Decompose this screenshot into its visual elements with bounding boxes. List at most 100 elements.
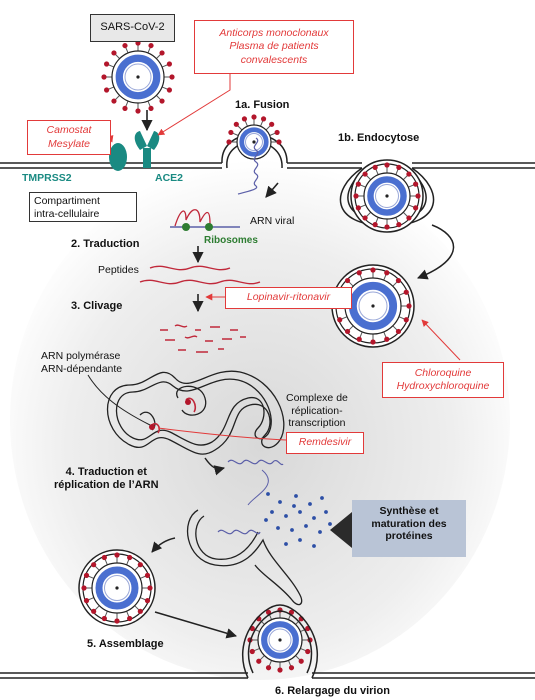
- protein-dot: [324, 510, 328, 514]
- complex-polymerase-dot: [149, 424, 155, 430]
- replication-complex: [107, 370, 285, 455]
- protein-dot: [284, 542, 288, 546]
- camostat-line-1: Camostat: [46, 124, 92, 137]
- new-rna-strand: [247, 469, 269, 506]
- synthesis-line-2: maturation des: [371, 517, 447, 530]
- release-pocket: [242, 604, 318, 679]
- camostat-line-2: Mesylate: [47, 137, 90, 150]
- lopinavir-label: Lopinavir-ritonavir: [246, 291, 331, 304]
- complex-label: Complexe de réplication- transcription: [286, 392, 348, 430]
- protein-dot: [312, 544, 316, 548]
- protein-dot: [284, 514, 288, 518]
- remdesivir-inhibition-line: [157, 427, 287, 441]
- complex-polymerase-dot-2: [185, 399, 191, 405]
- antibody-inhibition-line: [157, 72, 231, 136]
- protein-dot: [320, 496, 324, 500]
- synthesis-pointer: [330, 512, 352, 548]
- protein-dot: [266, 492, 270, 496]
- step-1a-label: 1a. Fusion: [235, 99, 290, 111]
- synthesis-label: Synthèse et maturation des protéines: [352, 505, 466, 543]
- chloroquine-line-2: Hydroxychloroquine: [396, 380, 490, 392]
- protein-dot: [290, 528, 294, 532]
- antibodies-line-3: convalescents: [240, 53, 308, 66]
- virions: [78, 40, 424, 673]
- virion-release-icon: [247, 607, 313, 673]
- arrow-rna-down: [265, 182, 279, 198]
- ace2-receptor-icon: [134, 131, 160, 168]
- protein-dot: [298, 510, 302, 514]
- antibodies-line-2: Plasma de patients: [229, 40, 319, 53]
- protein-dot: [264, 518, 268, 522]
- step-6-label: 6. Relargage du virion: [275, 685, 390, 697]
- complex-line-2: réplication-: [291, 404, 343, 417]
- arrow-to-release: [154, 611, 238, 639]
- polymerase-pointer: [87, 374, 151, 426]
- virion-endocytosis-icon: [350, 159, 424, 233]
- step-5-label: 5. Assemblage: [87, 638, 164, 650]
- peptides-label: Peptides: [98, 264, 139, 276]
- cell-membrane-bottom: [0, 672, 535, 679]
- virion-free-icon: [101, 40, 175, 114]
- protein-dots: [264, 492, 332, 548]
- step-3-label: 3. Clivage: [71, 300, 123, 312]
- translation-rna: [170, 209, 240, 231]
- arrow-to-new-rna: [204, 457, 226, 476]
- protein-dot: [276, 526, 280, 530]
- protein-dot: [304, 524, 308, 528]
- polymerase-label: ARN polymérase ARN-dépendante: [41, 350, 122, 375]
- protein-dot: [308, 502, 312, 506]
- chloroquine-drug-box: Chloroquine Hydroxychloroquine: [382, 362, 504, 398]
- budding-membrane: [186, 509, 303, 606]
- cleaved-peptides: [160, 324, 246, 353]
- protein-dot: [328, 522, 332, 526]
- remdesivir-label: Remdesivir: [298, 436, 352, 449]
- step-1b-label: 1b. Endocytose: [338, 132, 420, 144]
- budding-rna-coil: [217, 529, 261, 535]
- protein-dot: [294, 494, 298, 498]
- protein-dot: [298, 538, 302, 542]
- virion-fusion-icon: [226, 114, 282, 160]
- complex-line-3: transcription: [288, 417, 346, 430]
- antibodies-line-1: Anticorps monoclonaux: [219, 27, 329, 40]
- compartment-box: Compartiment intra-cellulaire: [29, 192, 137, 222]
- lopinavir-drug-box: Lopinavir-ritonavir: [225, 287, 352, 309]
- synthesis-box-bg: [352, 500, 466, 557]
- arrow-to-assembly: [151, 537, 176, 553]
- protein-dot: [270, 510, 274, 514]
- compartment-line-1: Compartiment: [34, 195, 100, 207]
- compartment-line-2: intra-cellulaire: [34, 207, 100, 220]
- new-rna-coil: [227, 459, 284, 466]
- step-4-label: 4. Traduction et réplication de l’ARN: [54, 466, 159, 492]
- antibodies-drug-box: Anticorps monoclonaux Plasma de patients…: [194, 20, 354, 74]
- polymerase-line-2: ARN-dépendante: [41, 362, 123, 375]
- synthesis-line-1: Synthèse et: [379, 505, 439, 517]
- step-4-line-1: 4. Traduction et: [65, 466, 147, 478]
- complex-line-1: Complexe de: [286, 392, 348, 404]
- polymerase-line-1: ARN polymérase: [41, 350, 121, 362]
- chloroquine-inhibition-line: [421, 319, 461, 361]
- chloroquine-line-1: Chloroquine: [414, 366, 472, 379]
- virus-name: SARS-CoV-2: [100, 21, 165, 34]
- camostat-drug-box: Camostat Mesylate: [27, 120, 111, 155]
- virus-name-box: SARS-CoV-2: [90, 14, 175, 42]
- arrow-endocytosis-down: [417, 224, 455, 280]
- peptide-chain-2: [139, 279, 261, 285]
- viral-rna-coil-fusion: [237, 137, 259, 195]
- protein-dot: [292, 504, 296, 508]
- remdesivir-drug-box: Remdesivir: [286, 432, 364, 454]
- synthesis-line-3: protéines: [385, 530, 433, 543]
- virion-assembly-icon: [78, 549, 156, 627]
- protein-dot: [312, 516, 316, 520]
- protein-dot: [278, 500, 282, 504]
- step-4-line-2: réplication de l’ARN: [54, 479, 159, 492]
- ribosomes-label: Ribosomes: [204, 235, 258, 246]
- tmprss2-label: TMPRSS2: [22, 172, 72, 184]
- arn-viral-label: ARN viral: [250, 215, 295, 227]
- step-2-label: 2. Traduction: [71, 238, 140, 250]
- virion-endosome-icon: [331, 264, 415, 348]
- tmprss2-receptor-icon: [109, 143, 127, 171]
- peptide-chain-1: [149, 265, 231, 271]
- protein-dot: [318, 530, 322, 534]
